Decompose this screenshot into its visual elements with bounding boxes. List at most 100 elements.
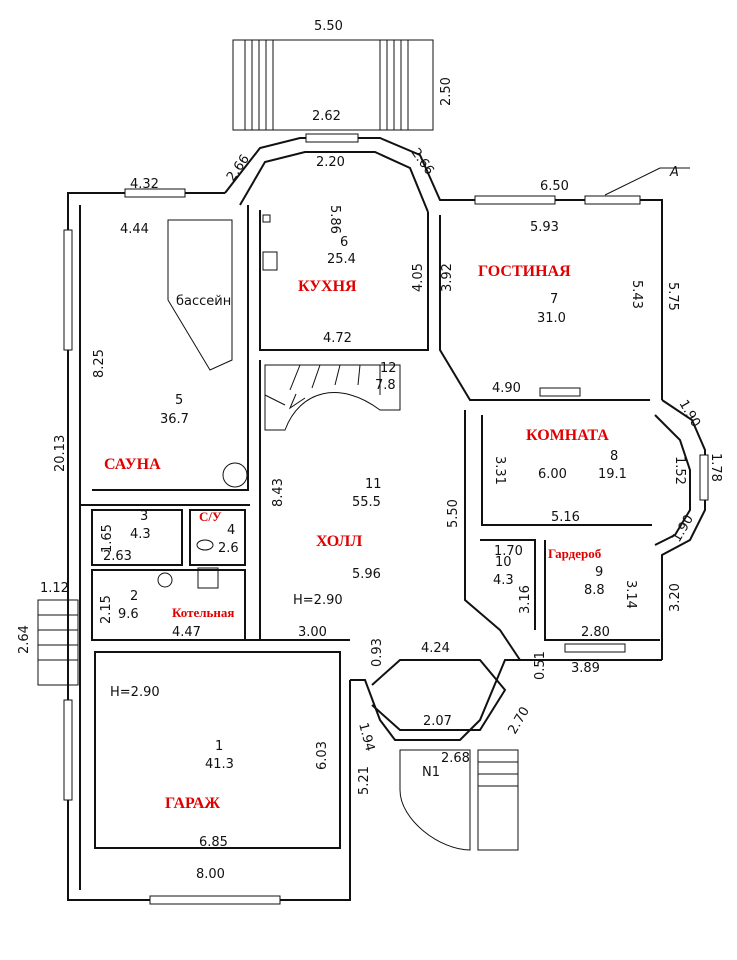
entrance-label: N1 xyxy=(422,765,440,780)
dim-444: 4.44 xyxy=(120,222,149,237)
left-steps xyxy=(37,599,79,686)
pool-label: бассейн xyxy=(176,294,231,309)
dim-263: 2.63 xyxy=(103,549,132,564)
kitchen-name: КУХНЯ xyxy=(298,278,357,295)
garage-num: 1 xyxy=(215,739,223,754)
wardrobe-name: Гардероб xyxy=(548,546,602,561)
axis-marker: A xyxy=(604,165,690,196)
axis-mark-label: A xyxy=(669,165,679,180)
dim-2013: 20.13 xyxy=(53,435,68,472)
closet10-num: 10 xyxy=(495,555,512,570)
dim-316: 3.16 xyxy=(518,585,533,614)
dim-516: 5.16 xyxy=(551,510,580,525)
room8-num: 8 xyxy=(610,449,618,464)
dim-220: 2.20 xyxy=(316,155,345,170)
dim-266a: 2.66 xyxy=(224,152,253,184)
wardrobe-num: 9 xyxy=(595,565,603,580)
dim-575: 5.75 xyxy=(665,282,680,311)
dim-392: 3.92 xyxy=(440,263,455,292)
stairs-area: 7.8 xyxy=(375,378,396,393)
dim-825: 8.25 xyxy=(92,349,107,378)
dim-424: 4.24 xyxy=(421,641,450,656)
bath3-num: 3 xyxy=(140,509,148,524)
dim-596: 5.96 xyxy=(352,567,381,582)
dim-550b: 5.50 xyxy=(446,499,461,528)
sauna-num: 5 xyxy=(175,393,183,408)
dim-320: 3.20 xyxy=(668,583,683,612)
pool xyxy=(167,219,233,371)
dim-521: 5.21 xyxy=(357,766,372,795)
hall-area: 55.5 xyxy=(352,495,381,510)
dim-165: 1.65 xyxy=(100,524,115,553)
kitchen-area: 25.4 xyxy=(327,252,356,267)
dim-603: 6.03 xyxy=(315,741,330,770)
entrance-steps xyxy=(399,749,519,851)
boiler-name: Котельная xyxy=(172,605,234,620)
dim-543: 5.43 xyxy=(629,280,644,309)
dim-270: 2.70 xyxy=(505,704,532,737)
dim-207: 2.07 xyxy=(423,714,452,729)
kitchen-num: 6 xyxy=(340,235,348,250)
hall-num: 11 xyxy=(365,477,382,492)
stairs-num: 12 xyxy=(380,361,397,376)
dim-472: 4.72 xyxy=(323,331,352,346)
fixtures xyxy=(157,214,581,589)
dim-268: 2.68 xyxy=(441,751,470,766)
wc-num: 4 xyxy=(227,523,235,538)
dim-194: 1.94 xyxy=(355,721,377,753)
dim-264: 2.64 xyxy=(17,625,32,654)
dim-314: 3.14 xyxy=(623,580,638,609)
room8-area: 19.1 xyxy=(598,467,627,482)
sauna-name: САУНА xyxy=(104,456,161,473)
dim-262: 2.62 xyxy=(312,109,341,124)
dim-190a: 1.90 xyxy=(676,398,703,431)
dim-280: 2.80 xyxy=(581,625,610,640)
dim-405: 4.05 xyxy=(411,263,426,292)
dim-586: 5.86 xyxy=(327,205,342,234)
porch-steps-right xyxy=(379,40,409,130)
dim-550: 5.50 xyxy=(314,19,343,34)
hall-height: H=2.90 xyxy=(293,593,343,608)
boiler-num: 2 xyxy=(130,589,138,604)
dim-447: 4.47 xyxy=(172,625,201,640)
top-porch xyxy=(232,39,434,131)
stairs xyxy=(264,364,401,431)
dim-685: 6.85 xyxy=(199,835,228,850)
dim-331: 3.31 xyxy=(492,456,507,485)
dim-051: 0.51 xyxy=(533,651,548,680)
dim-593: 5.93 xyxy=(530,220,559,235)
dim-170: 1.70 xyxy=(494,544,523,559)
dim-250: 2.50 xyxy=(439,77,454,106)
room8-name: КОМНАТА xyxy=(526,427,609,444)
dim-432: 4.32 xyxy=(130,177,159,192)
wc-name: С/У xyxy=(199,509,222,524)
closet10-area: 4.3 xyxy=(493,573,514,588)
porch-steps-left xyxy=(244,40,274,130)
windows xyxy=(63,133,709,905)
dim-800: 8.00 xyxy=(196,867,225,882)
dim-650: 6.50 xyxy=(540,179,569,194)
living-num: 7 xyxy=(550,292,558,307)
dimensions-horizontal: 5.50 2.62 2.20 4.32 4.44 6.50 5.93 4.72 … xyxy=(40,19,610,882)
dim-490: 4.90 xyxy=(492,381,521,396)
garage-area: 41.3 xyxy=(205,757,234,772)
dim-843: 8.43 xyxy=(271,478,286,507)
room-numbers: 6 25.4 7 31.0 5 36.7 12 7.8 8 19.1 11 55… xyxy=(118,235,627,772)
outer-walls xyxy=(67,137,706,901)
boiler-area: 9.6 xyxy=(118,607,139,622)
dim-178: 1.78 xyxy=(708,453,723,482)
interior-walls xyxy=(80,205,660,849)
dim-215: 2.15 xyxy=(99,595,114,624)
dim-600: 6.00 xyxy=(538,467,567,482)
sauna-area: 36.7 xyxy=(160,412,189,427)
hall-name: ХОЛЛ xyxy=(316,533,362,550)
dim-112: 1.12 xyxy=(40,581,69,596)
bath3-area: 4.3 xyxy=(130,527,151,542)
garage-name: ГАРАЖ xyxy=(165,795,220,812)
dim-152: 1.52 xyxy=(672,456,687,485)
dim-093: 0.93 xyxy=(370,638,385,667)
garage-height: H=2.90 xyxy=(110,685,160,700)
living-name: ГОСТИНАЯ xyxy=(478,263,571,280)
dim-300: 3.00 xyxy=(298,625,327,640)
